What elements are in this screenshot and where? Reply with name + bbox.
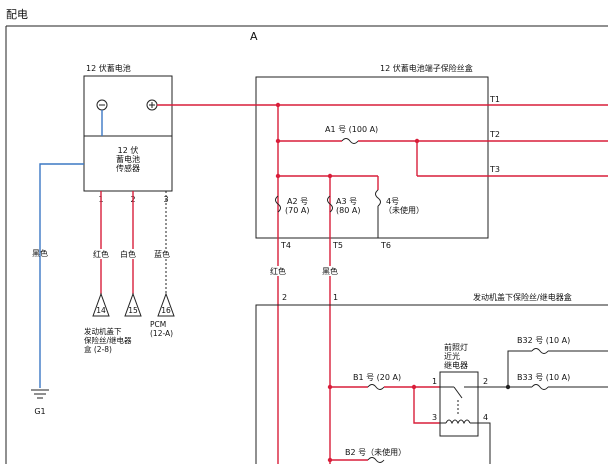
terminal-fusebox: [255, 76, 489, 239]
sensor-label-2: 蓄电池: [116, 154, 140, 164]
page-title: 配电: [6, 8, 28, 21]
pcm-ref-1: PCM: [150, 320, 166, 329]
relay-pin-2: 2: [483, 377, 488, 386]
fuse-a1-label: A1 号 (100 A): [325, 125, 378, 134]
fuse-b2: [367, 457, 385, 463]
fuse-a2-label-2: (70 A): [285, 206, 309, 215]
connector-15: [124, 292, 142, 317]
fuse-b2-label: B2 号（未使用）: [345, 447, 406, 457]
relay-coil: [445, 419, 471, 425]
sensor-label-1: 12 伏: [118, 145, 139, 155]
connector-16-label: 16: [161, 306, 171, 315]
fuse-4: [375, 189, 381, 207]
underhood-ref-2: 保险丝/继电器: [84, 335, 132, 345]
fuse-b32: [531, 348, 549, 354]
connector-14-label: 14: [96, 306, 106, 315]
relay-switch: [453, 386, 463, 399]
connector-15-label: 15: [128, 306, 138, 315]
terminal-t6: T6: [380, 241, 391, 250]
fusebox-title: 12 伏蓄电池端子保险丝盒: [380, 63, 473, 73]
section-label: A: [250, 30, 258, 43]
fuse-4-label-1: 4号: [386, 197, 399, 206]
wire-label-red2: 红色: [270, 266, 286, 276]
wire-label-blue: 蓝色: [154, 249, 170, 259]
terminal-t4: T4: [280, 241, 291, 250]
terminal-t1: T1: [489, 95, 500, 104]
underhood-pin-1: 1: [333, 293, 338, 302]
ground-label: G1: [34, 407, 45, 416]
fuse-b1-label: B1 号 (20 A): [353, 373, 401, 382]
relay-pin-4: 4: [483, 413, 488, 422]
relay-label-3: 继电器: [444, 360, 468, 370]
wire-label-white: 白色: [120, 249, 136, 259]
fuse-a2: [275, 195, 281, 213]
underhood-ref-3: 盒 (2-8): [84, 344, 112, 354]
terminal-t2: T2: [489, 130, 500, 139]
battery-title: 12 伏蓄电池: [86, 63, 131, 73]
underhood-ref-1: 发动机盖下: [84, 326, 122, 336]
terminal-t5: T5: [332, 241, 343, 250]
underhood-pin-2: 2: [282, 293, 287, 302]
fuse-a3: [327, 195, 333, 213]
fuse-a1: [341, 138, 359, 144]
underhood-box: [255, 304, 608, 464]
battery-box: [83, 75, 173, 192]
underhood-box-title: 发动机盖下保险丝/继电器盒: [473, 292, 572, 302]
wire-ground-blue: [39, 163, 84, 388]
relay-pin-3: 3: [432, 413, 437, 422]
connector-14: [92, 292, 110, 317]
fuse-a3-label-2: (80 A): [336, 206, 360, 215]
sensor-label-3: 传感器: [116, 163, 140, 173]
fuse-a3-label-1: A3 号: [336, 197, 357, 206]
wire-label-red: 红色: [93, 249, 109, 259]
fuse-b1: [367, 384, 385, 390]
relay-pin-1: 1: [432, 377, 437, 386]
headlight-relay: [439, 371, 479, 437]
fuse-b32-label: B32 号 (10 A): [517, 336, 570, 345]
connector-16: [157, 292, 175, 317]
pcm-ref-2: (12-A): [150, 329, 173, 338]
fuse-4-label-2: （未使用）: [384, 205, 424, 215]
fuse-b33-label: B33 号 (10 A): [517, 373, 570, 382]
relay-label-1: 前照灯: [444, 342, 468, 352]
fuse-b33: [531, 384, 549, 390]
terminal-t3: T3: [489, 165, 500, 174]
wire-label-black: 黑色: [32, 248, 48, 258]
relay-label-2: 近光: [444, 351, 460, 361]
fuse-a2-label-1: A2 号: [287, 197, 308, 206]
wire-label-black2: 黑色: [322, 266, 338, 276]
